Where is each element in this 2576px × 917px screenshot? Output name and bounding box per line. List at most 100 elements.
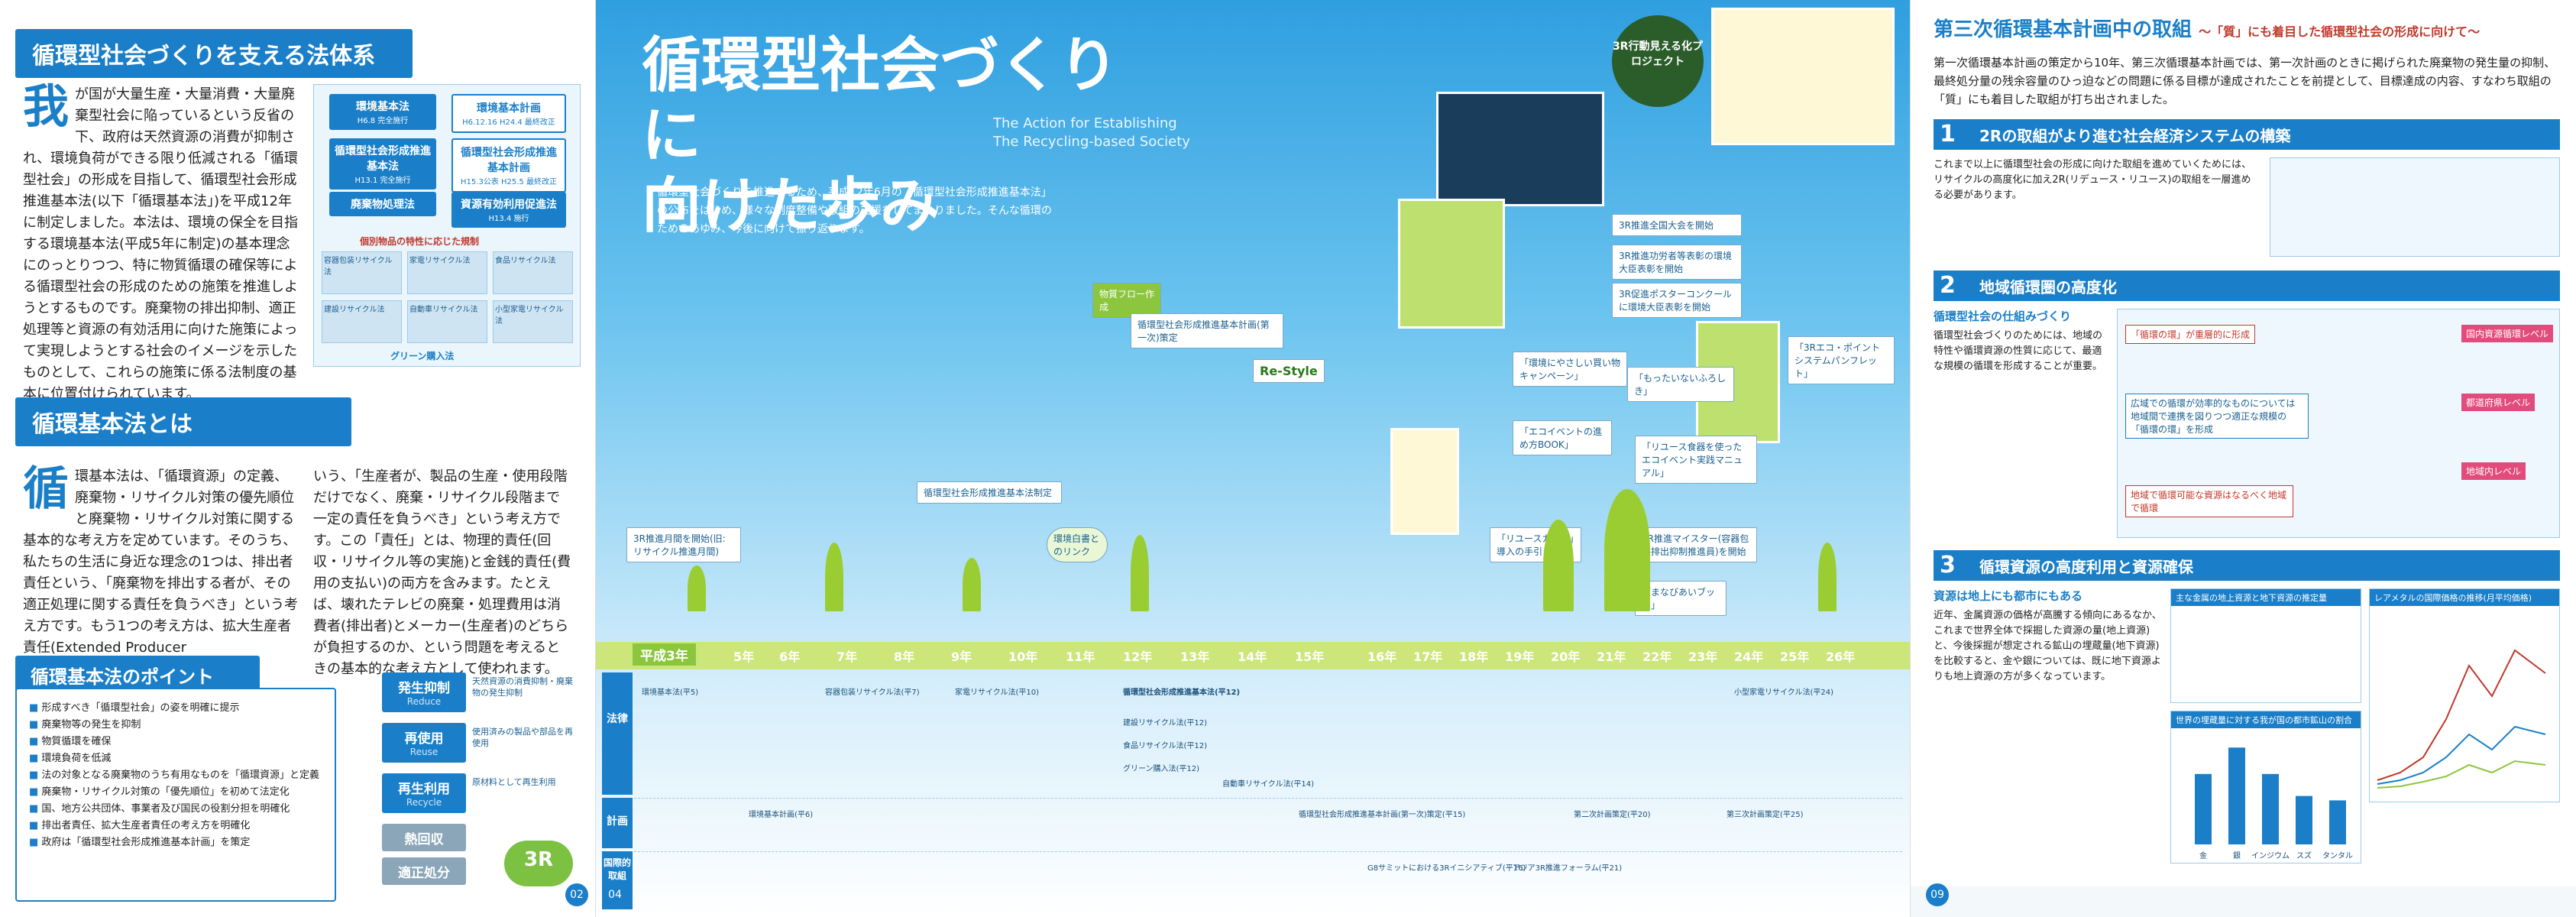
list-item: 法の対象となる廃棄物のうち有用なものを「循環資源」と定義 (29, 767, 322, 784)
section2-paragraph-continued: いう、「生産者が、製品の生産・使用段階だけでなく、廃棄・リサイクル段階まで一定の… (313, 468, 571, 677)
list-item: 廃棄物・リサイクル対策の「優先順位」を初めて法定化 (29, 784, 322, 801)
title-line: 向けた歩み (642, 172, 940, 241)
urban-mine-chart: 世界の埋蔵量に対する我が国の都市鉱山の割合 金銀インジウムスズタンタル (2170, 711, 2361, 864)
law-item: 容器包装リサイクル法(平7) (825, 689, 920, 697)
recycle-law-thumb: 建設リサイクル法 (322, 300, 402, 343)
price-lines (2377, 649, 2546, 789)
chart-title: レアメタルの国際価格の推移(月平均価格) (2370, 589, 2559, 606)
poster-photo (1711, 8, 1895, 145)
year-label: 15年 (1295, 650, 1325, 664)
diagram-label: 国内資源循環レベル (2461, 325, 2554, 342)
intl-item: G8サミットにおける3Rイニシアティブ(平16) (1367, 864, 1526, 873)
disposal-block: 適正処分 (382, 857, 466, 885)
spread-title: 循環型社会づくりに 向けた歩み (642, 31, 1131, 241)
timeline-callout: 3R推進全国大会を開始 (1612, 214, 1742, 236)
year-label: 10年 (1008, 650, 1038, 664)
3r-badge: 3R (504, 841, 573, 886)
english-subtitle-line: The Recycling-based Society (993, 134, 1190, 150)
year-label: 24年 (1734, 650, 1764, 664)
right-page: 第三次循環基本計画中の取組 〜「質」にも着目した循環型社会の形成に向けて〜 第一… (1910, 0, 2576, 917)
event-photo (1436, 92, 1604, 206)
metal-reserve-chart: 主な金属の地上資源と地下資源の推定量 (2170, 588, 2361, 703)
section-head-3: 3 循環資源の高度利用と資源確保 (1934, 550, 2560, 581)
diagram-box-waste-law: 廃棄物処理法 (329, 192, 436, 216)
reuse-cup-booklet (1390, 428, 1459, 535)
diagram-label: 広域での循環が効率的なものについては地域間で連携を図りつつ適正な規模の「循環の環… (2125, 394, 2309, 439)
year-label: 7年 (837, 650, 858, 664)
year-label: 5年 (733, 650, 755, 664)
heat-recovery-block: 熱回収 (382, 824, 466, 851)
right-title-text: 第三次循環基本計画中の取組 (1934, 18, 2193, 41)
english-subtitle: The Action for Establishing The Recyclin… (993, 115, 1190, 151)
drop-cap: 我 (23, 80, 69, 134)
rare-metal-price-chart: レアメタルの国際価格の推移(月平均価格) (2369, 588, 2560, 802)
page-number: 04 (604, 883, 626, 906)
law-item: 食品リサイクル法(平12) (1123, 742, 1208, 750)
year-label: 26年 (1826, 650, 1856, 664)
section-number: 2 (1940, 272, 1956, 299)
timeline-callout: 「環境にやさしい買い物キャンペーン」 (1513, 352, 1627, 387)
year-label: 21年 (1597, 650, 1626, 664)
bar-3 (2296, 795, 2312, 844)
campaign-booklet (1398, 199, 1505, 329)
2r-diagram (2270, 157, 2560, 257)
year-label: 22年 (1642, 650, 1672, 664)
year-label: 16年 (1367, 650, 1397, 664)
recycle-desc: 原材料として再生利用 (472, 777, 556, 787)
footer-strip (1911, 886, 2576, 917)
section-title-legal-system: 循環型社会づくりを支える法体系 (15, 29, 413, 78)
law-item: 小型家電リサイクル法(平24) (1734, 689, 1834, 697)
section-title: 地域循環圏の高度化 (1979, 278, 2117, 296)
year-label: 6年 (779, 650, 801, 664)
list-item: 廃棄物等の発生を抑制 (29, 717, 322, 734)
category-label: インジウム (2251, 851, 2290, 860)
bar-1 (2228, 747, 2245, 844)
category-label: 金 (2199, 851, 2207, 860)
diagram-label: 地域内レベル (2461, 462, 2526, 480)
drop-cap: 循 (23, 462, 69, 516)
english-subtitle-line: The Action for Establishing (993, 115, 1177, 131)
timeline-callout: 「3Rエコ・ポイントシステムパンフレット」 (1788, 336, 1895, 384)
section1-paragraph: 我 が国が大量生産・大量消費・大量廃棄型社会に陥っているという反省の下、政府は天… (23, 84, 298, 405)
plan-item: 第二次計画策定(平20) (1574, 811, 1651, 819)
timeline-callout: 循環型社会形成推進基本法制定 (917, 481, 1062, 504)
year-label: 12年 (1123, 650, 1153, 664)
section-number: 3 (1940, 552, 1956, 578)
year-label: 20年 (1551, 650, 1581, 664)
diagram-label: 「循環の環」が重層的に形成 (2125, 325, 2256, 344)
recycle-law-thumb: 小型家電リサイクル法 (493, 300, 573, 343)
urban-mine-bars: 金銀インジウムスズタンタル (2195, 747, 2353, 860)
category-label: スズ (2296, 851, 2312, 860)
year-axis (596, 642, 1910, 669)
timeline-callout: 物質フロー作成 (1092, 283, 1161, 318)
year-label: 18年 (1459, 650, 1489, 664)
diagram-category-label: 個別物品の特性に応じた規制 (360, 236, 480, 247)
section-title-basic-law: 循環基本法とは (15, 397, 351, 446)
intl-item: アジア3R推進フォーラム(平21) (1513, 864, 1623, 873)
diagram-label: 地域で循環可能な資源はなるべく地域で循環 (2125, 485, 2293, 517)
diagram-label: 都道府県レベル (2461, 394, 2536, 411)
list-item: 環境負荷を低減 (29, 750, 322, 767)
section-head-2: 2 地域循環圏の高度化 (1934, 271, 2560, 301)
reduce-desc: 天然資源の消費抑制・廃棄物の発生抑制 (472, 676, 573, 698)
section-head-1: 1 2Rの取組がより進む社会経済システムの構築 (1934, 119, 2560, 150)
law-item: 自動車リサイクル法(平14) (1222, 780, 1315, 789)
year-label: 14年 (1238, 650, 1267, 664)
reuse-desc: 使用済みの製品や部品を再使用 (472, 727, 573, 748)
recycle-law-thumb: 容器包装リサイクル法 (322, 251, 402, 294)
row-divider (634, 798, 1902, 799)
right-intro: 第一次循環基本計画の策定から10年、第三次循環基本計画では、第一次計画のときに掲… (1934, 56, 2556, 106)
section-title: 2Rの取組がより進む社会経済システムの構築 (1979, 127, 2291, 145)
section2-subtitle: 循環型社会の仕組みづくり (1934, 309, 2072, 323)
law-item: 循環型社会形成推進基本法(平12) (1123, 689, 1241, 697)
section3-text: 近年、金属資源の価格が高騰する傾向にあるなか、これまで世界全体で採掘した資源の量… (1934, 610, 2162, 682)
year-label: 8年 (894, 650, 915, 664)
row-label-plan: 計画 (602, 798, 633, 848)
